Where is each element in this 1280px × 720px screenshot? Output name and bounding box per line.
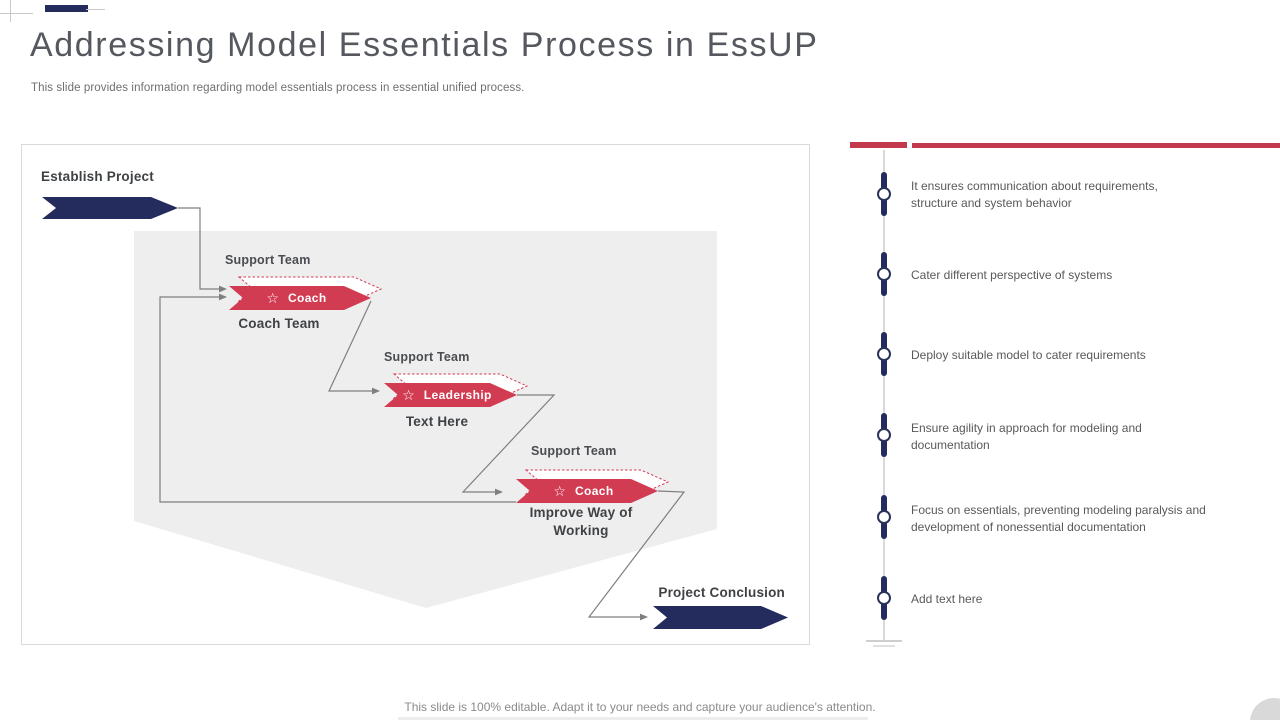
flowchart-panel: Establish Project Support Team ☆ Coach C… (21, 144, 810, 645)
star-icon: ☆ (553, 482, 566, 499)
timeline-dot (877, 187, 891, 201)
timeline-dot (877, 267, 891, 281)
timeline-end-mark (866, 640, 902, 642)
header-deco-hline (0, 13, 33, 14)
accent-bar-long (912, 143, 1280, 148)
timeline-item: Focus on essentials, preventing modeling… (911, 503, 1206, 534)
timeline-item: It ensures communication about requireme… (911, 179, 1158, 210)
timeline-dot (877, 428, 891, 442)
project-conclusion-arrow (653, 606, 788, 629)
connector-arrowheads (219, 285, 648, 621)
timeline-line (883, 150, 885, 641)
improve-way-label: Improve Way of Working (529, 505, 633, 538)
timeline-end-mark-2 (873, 645, 895, 647)
timeline-item: Ensure agility in approach for modeling … (911, 421, 1142, 452)
timeline-dot (877, 591, 891, 605)
header-deco-navy-bar (45, 5, 88, 12)
connector-lines (159, 207, 686, 618)
establish-project-arrow (42, 197, 178, 219)
support-team-label-2: Support Team (384, 350, 470, 364)
star-icon: ☆ (266, 289, 279, 306)
text-here-label: Text Here (405, 414, 469, 429)
diagram-background-polygon (134, 231, 717, 608)
header-deco-vline (10, 0, 11, 22)
flowchart-canvas (42, 197, 788, 629)
footer-ghost-line (398, 717, 868, 720)
coach-team-label: Coach Team (238, 316, 320, 331)
support-team-label-3: Support Team (531, 444, 617, 458)
leadership-arrow (384, 383, 517, 407)
coach-arrow-1 (229, 286, 371, 310)
header-deco-hline-right (86, 9, 105, 10)
support-team-label-1: Support Team (225, 253, 311, 267)
coach-badge-2: ☆ Coach (516, 479, 651, 503)
footer-note: This slide is 100% editable. Adapt it to… (404, 700, 876, 714)
establish-project-label: Establish Project (41, 169, 154, 184)
timeline-dot (877, 510, 891, 524)
coach-arrow-2 (516, 479, 658, 503)
badge-label: Leadership (423, 388, 492, 402)
leadership-badge: ☆ Leadership (384, 383, 510, 407)
timeline-item: Add text here (911, 592, 983, 606)
badge-label: Coach (574, 484, 614, 498)
timeline-dot (877, 347, 891, 361)
accent-bar-short (850, 142, 907, 148)
coach-badge-1: ☆ Coach (229, 286, 364, 310)
project-conclusion-label: Project Conclusion (658, 585, 785, 600)
corner-decoration (1250, 698, 1280, 720)
page-title: Addressing Model Essentials Process in E… (30, 26, 819, 64)
star-icon: ☆ (402, 386, 415, 403)
badge-label: Coach (287, 291, 327, 305)
timeline-item: Deploy suitable model to cater requireme… (911, 348, 1146, 362)
timeline-item: Cater different perspective of systems (911, 268, 1113, 282)
page-subtitle: This slide provides information regardin… (31, 82, 525, 94)
